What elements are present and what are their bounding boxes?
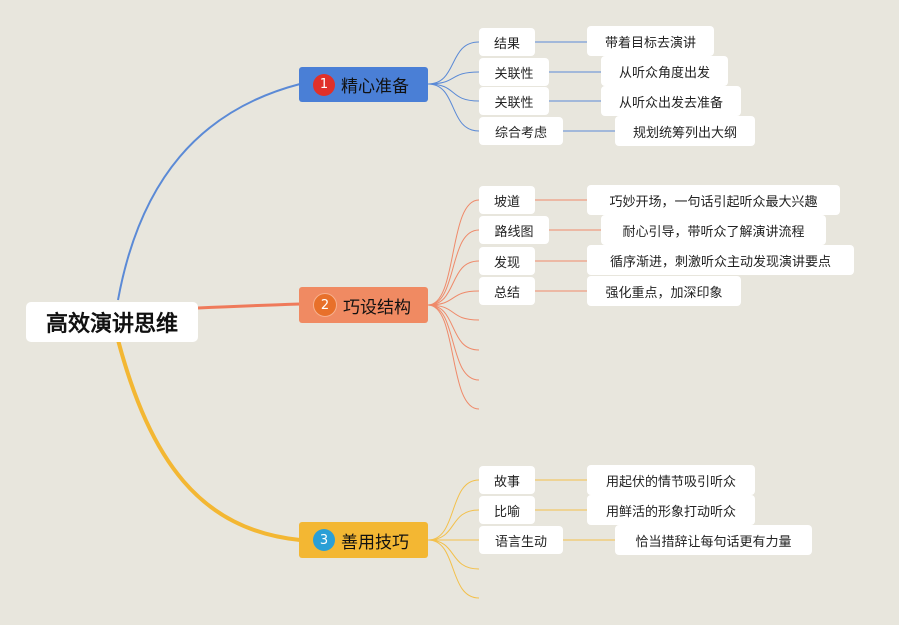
branch-3-item-2[interactable]: 比喻 xyxy=(479,496,535,524)
branch-1-item-3[interactable]: 关联性 xyxy=(479,87,549,115)
branch-3-item-1[interactable]: 故事 xyxy=(479,466,535,494)
branch-2-item-1[interactable]: 坡道 xyxy=(479,186,535,214)
branch-1-connector-4 xyxy=(427,83,480,132)
branch-1-item-3-desc[interactable]: 从听众出发去准备 xyxy=(601,86,741,116)
branch-1-item-4-desc[interactable]: 规划统筹列出大纲 xyxy=(615,116,755,146)
branch-2-item-2-desc[interactable]: 耐心引导，带听众了解演讲流程 xyxy=(601,215,826,245)
branch-1-label: 精心准备 xyxy=(341,77,409,97)
branch-1-item-1[interactable]: 结果 xyxy=(479,28,535,56)
number-1-badge-icon: 1 xyxy=(313,73,335,96)
branch-2-item-2[interactable]: 路线图 xyxy=(479,216,549,244)
branch-2-item-3[interactable]: 发现 xyxy=(479,247,535,275)
branch-2-connector-7 xyxy=(427,304,480,381)
branch-1-item-2-desc[interactable]: 从听众角度出发 xyxy=(601,56,728,86)
branch-1-item-1-desc[interactable]: 带着目标去演讲 xyxy=(587,26,714,56)
root-connector-3 xyxy=(116,339,301,542)
branch-3-item-1-desc[interactable]: 用起伏的情节吸引听众 xyxy=(587,465,755,495)
root-topic[interactable]: 高效演讲思维 xyxy=(26,302,198,342)
branch-3-connector-5 xyxy=(427,539,480,599)
branch-2-connector-8 xyxy=(427,304,480,410)
branch-3[interactable]: 3 善用技巧 xyxy=(299,522,428,558)
branch-1-item-4[interactable]: 综合考虑 xyxy=(479,117,563,145)
branch-2-connector-5 xyxy=(427,304,480,321)
branch-2-connector-6 xyxy=(427,304,480,351)
branch-2-label: 巧设结构 xyxy=(343,297,411,318)
branch-1[interactable]: 1 精心准备 xyxy=(299,67,428,102)
branch-1-connector-1 xyxy=(427,41,480,85)
branch-2-item-1-desc[interactable]: 巧妙开场，一句话引起听众最大兴趣 xyxy=(587,185,840,215)
branch-3-item-3-desc[interactable]: 恰当措辞让每句话更有力量 xyxy=(615,525,812,555)
branch-2-item-4-desc[interactable]: 强化重点，加深印象 xyxy=(587,276,741,306)
branch-1-connector-3 xyxy=(427,83,480,102)
branch-3-connector-2 xyxy=(427,509,480,541)
branch-1-connector-2 xyxy=(427,71,480,85)
branch-3-connector-1 xyxy=(427,479,480,541)
branch-2-connector-2 xyxy=(427,229,480,306)
number-2-badge-icon: 2 xyxy=(313,293,337,317)
branch-2[interactable]: 2 巧设结构 xyxy=(299,287,428,323)
branch-2-item-3-desc[interactable]: 循序渐进，刺激听众主动发现演讲要点 xyxy=(587,245,854,275)
branch-3-item-3[interactable]: 语言生动 xyxy=(479,526,563,554)
root-label: 高效演讲思维 xyxy=(45,312,178,337)
number-3-badge-icon: 3 xyxy=(313,529,335,551)
branch-1-item-2[interactable]: 关联性 xyxy=(479,58,549,86)
branch-2-connector-1 xyxy=(427,199,480,306)
root-connector-2 xyxy=(197,302,301,310)
branch-3-connector-4 xyxy=(427,539,480,570)
branch-2-item-4[interactable]: 总结 xyxy=(479,277,535,305)
branch-2-connector-4 xyxy=(427,290,480,306)
branch-3-item-2-desc[interactable]: 用鲜活的形象打动听众 xyxy=(587,495,755,525)
branch-3-label: 善用技巧 xyxy=(341,532,409,553)
branch-2-connector-3 xyxy=(427,260,480,306)
root-connector-1 xyxy=(117,83,301,301)
